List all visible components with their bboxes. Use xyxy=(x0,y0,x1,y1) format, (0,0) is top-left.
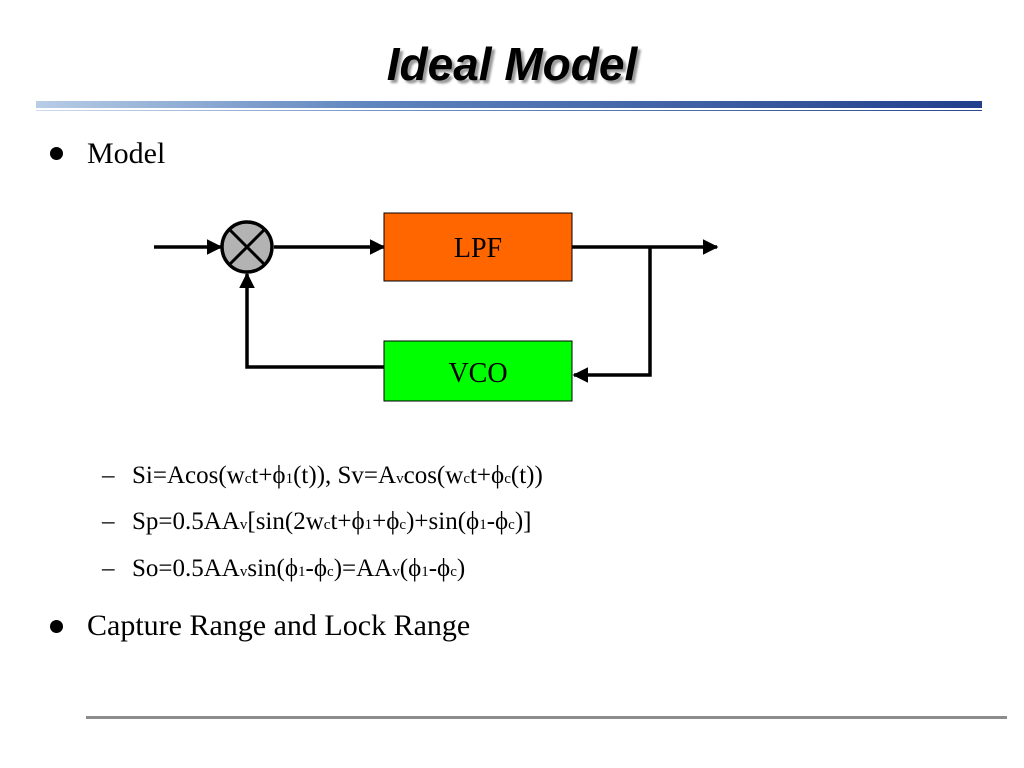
equation-so: –So=0.5AAvsin(ϕ1-ϕc)=AAv(ϕ1-ϕc) xyxy=(102,555,466,582)
footer-divider xyxy=(86,716,1007,719)
feedback-to-vco-arrow xyxy=(572,247,652,383)
equation-si-sv: –Si=Acos(wct+ϕ1(t)), Sv=Avcos(wct+ϕc(t)) xyxy=(102,462,543,489)
vco-to-mixer-arrow xyxy=(239,272,384,369)
bullet-icon xyxy=(50,147,63,160)
title-underline xyxy=(36,101,982,108)
equation-sp: –Sp=0.5AAv[sin(2wct+ϕ1+ϕc)+sin(ϕ1-ϕc)] xyxy=(102,508,532,535)
dash-bullet-icon: – xyxy=(102,462,115,489)
vco-label: VCO xyxy=(448,358,507,389)
title-underline-thin xyxy=(36,110,982,111)
bullet-capture-lock-range: Capture Range and Lock Range xyxy=(87,609,471,642)
dash-bullet-icon: – xyxy=(102,555,115,582)
vco-block: VCO xyxy=(383,340,573,402)
lpf-block: LPF xyxy=(383,212,573,282)
slide-title: Ideal Model xyxy=(386,38,638,90)
lpf-label: LPF xyxy=(454,233,502,264)
mixer-icon xyxy=(220,220,274,274)
bullet-model: Model xyxy=(87,137,166,170)
bullet-icon xyxy=(50,620,63,633)
dash-bullet-icon: – xyxy=(102,508,115,535)
